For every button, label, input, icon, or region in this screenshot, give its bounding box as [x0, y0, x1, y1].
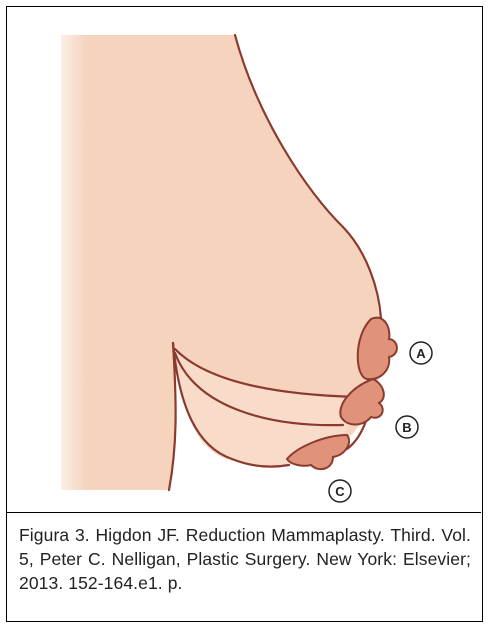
- marker-a: A: [410, 342, 432, 364]
- figure-caption: Figura 3. Higdon JF. Reduction Mammaplas…: [19, 523, 471, 595]
- marker-b-label: B: [402, 420, 411, 435]
- marker-a-label: A: [416, 346, 426, 361]
- breast-ptosis-diagram: A B C: [7, 7, 481, 513]
- marker-c: C: [329, 480, 351, 502]
- illustration-panel: A B C: [7, 7, 481, 513]
- figure-frame: A B C Figura 3. Higdon JF. Reduction Mam…: [6, 6, 483, 622]
- caption-panel: Figura 3. Higdon JF. Reduction Mammaplas…: [7, 514, 481, 622]
- marker-c-label: C: [335, 484, 345, 499]
- marker-b: B: [396, 416, 418, 438]
